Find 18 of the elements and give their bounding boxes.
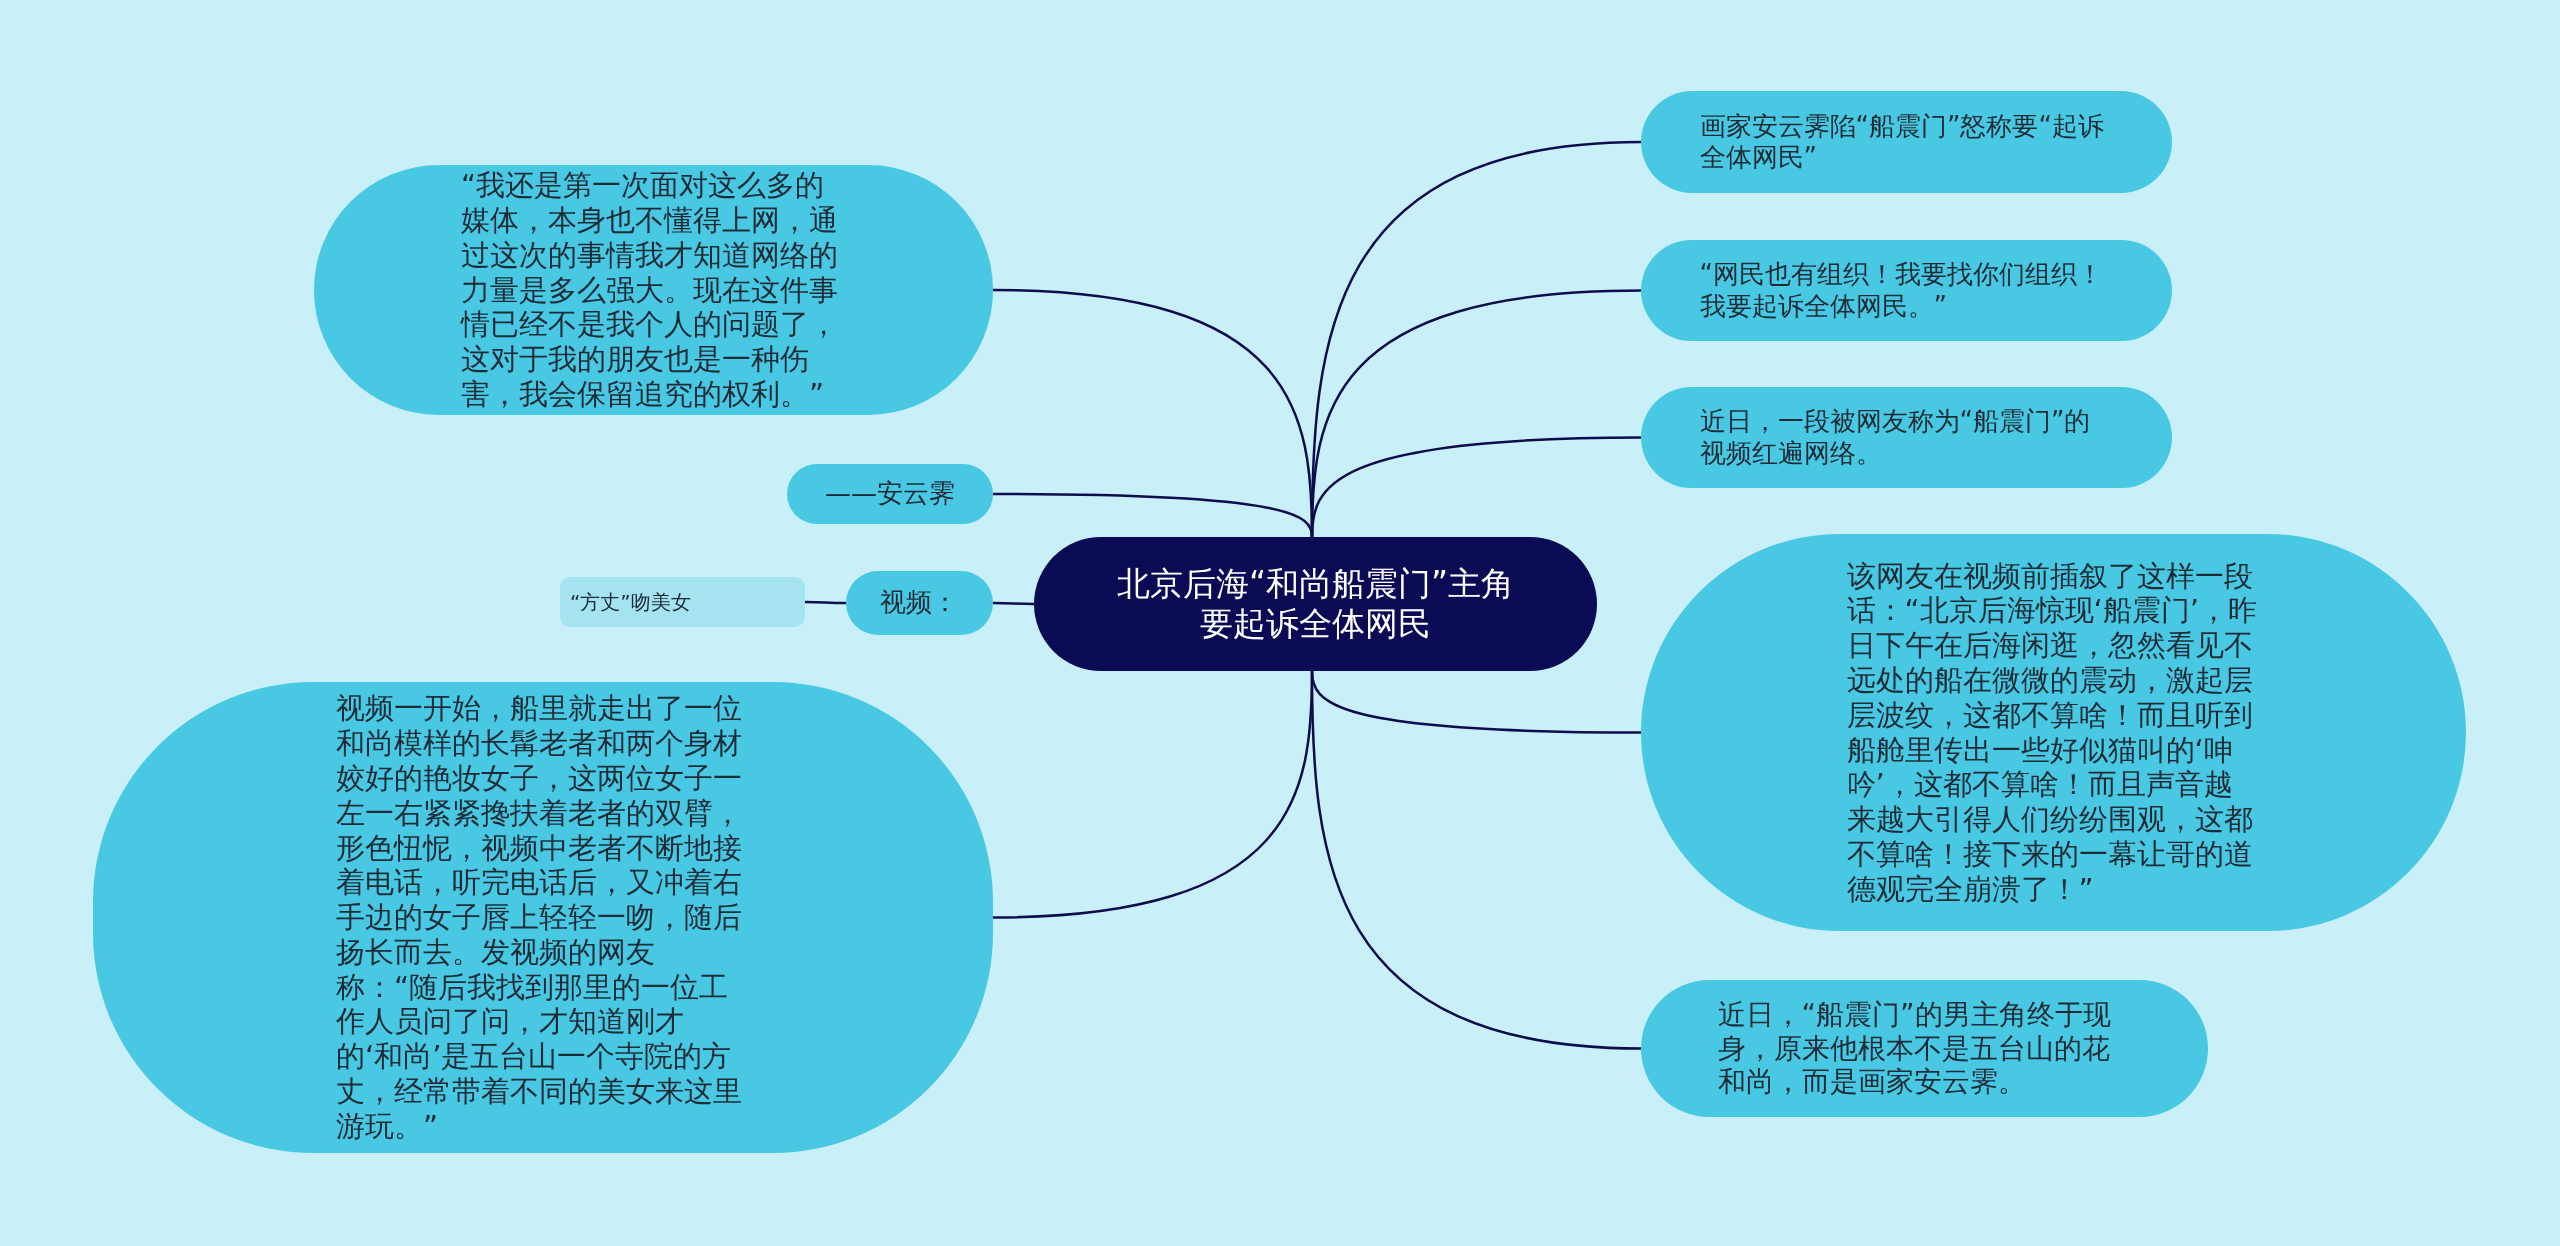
connector-line bbox=[1310, 436, 1641, 538]
topic-bubble bbox=[787, 464, 993, 524]
topic-text: 近日，一段被网友称为“船震门”的视频红遍网络。 bbox=[1699, 406, 2092, 469]
connector-line bbox=[993, 601, 1034, 606]
topic-text: ——安云霁 bbox=[825, 478, 955, 510]
topic-text: 画家安云霁陷“船震门”怒称要“起诉全体网民” bbox=[1699, 110, 2105, 174]
topic-text: 北京后海“和尚船震门”主角要起诉全体网民 bbox=[1115, 564, 1516, 644]
topic-text: 视频： bbox=[879, 587, 959, 619]
topic-bubble bbox=[560, 577, 805, 627]
connector-line bbox=[1310, 671, 1642, 1050]
topic-text: 该网友在视频前插叙了这样一段话：“北京后海惊现‘船震门’，昨日下午在后海闲逛，忽然看见不远处的船在微微的震动，激起层层波纹，这都不算啥！而且听到船舱里传出一些好似猫叫的‘呻吟’，这都不算啥！而且声音越来越大引得人们纷纷围观，这都不算啥！接下来的一幕让哥的道德观完全崩溃了！” bbox=[1846, 558, 2258, 907]
topic-text: 视频一开始，船里就走出了一位和尚模样的长髯老者和两个身材姣好的艳妆女子，这两位女子一左一右紧紧搀扶着老者的双臂，形色忸怩，视频中老者不断地接着电话，听完电话后，又冲着右手边的女子唇上轻轻一吻，随后扬长而去。发视频的网友称：“随后我找到那里的一位工作人员问了问，才知道刚才的‘和尚’是五台山一个寺院的方丈，经常带着不同的美女来这里游玩。” bbox=[336, 691, 743, 1144]
topic-text: “方丈”吻美女 bbox=[570, 590, 692, 614]
topic-text: “我还是第一次面对这么多的媒体，本身也不懂得上网，通过这次的事情我才知道网络的力量是多么强大。现在这件事情已经不是我个人的问题了，这对于我的朋友也是一种伤害，我会保留追究的权利。” bbox=[461, 168, 839, 412]
topic-text: 近日，“船震门”的男主角终于现身，原来他根本不是五台山的花和尚，而是画家安云霁。 bbox=[1717, 998, 2112, 1099]
connector-line bbox=[993, 492, 1314, 538]
topic-text: “网民也有组织！我要找你们组织！我要起诉全体网民。” bbox=[1699, 259, 2104, 322]
connector-line bbox=[805, 600, 846, 605]
